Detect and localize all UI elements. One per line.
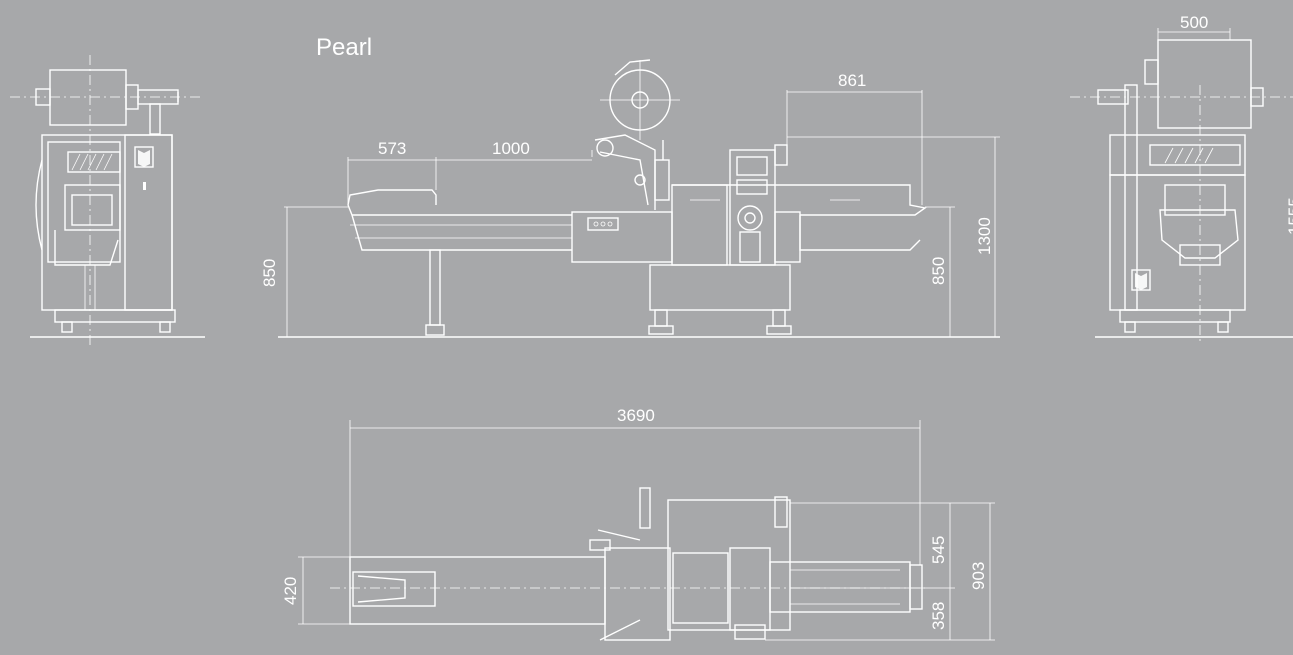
left-end-view bbox=[10, 55, 205, 345]
dim-861: 861 bbox=[838, 71, 866, 90]
dim-500: 500 bbox=[1180, 13, 1208, 32]
dim-358: 358 bbox=[929, 602, 948, 630]
dim-3690: 3690 bbox=[617, 406, 655, 425]
dim-573: 573 bbox=[378, 139, 406, 158]
dim-850-left: 850 bbox=[260, 259, 279, 287]
dim-1300: 1300 bbox=[975, 217, 994, 255]
dim-1000: 1000 bbox=[492, 139, 530, 158]
dim-1555: 1555 bbox=[1285, 197, 1293, 235]
right-end-view bbox=[1070, 28, 1293, 345]
dim-903: 903 bbox=[969, 562, 988, 590]
dim-545: 545 bbox=[929, 536, 948, 564]
top-view bbox=[298, 420, 995, 641]
drawing-title: Pearl bbox=[316, 34, 372, 61]
dim-850-right: 850 bbox=[929, 257, 948, 285]
side-view bbox=[278, 59, 1000, 338]
dim-420: 420 bbox=[281, 577, 300, 605]
